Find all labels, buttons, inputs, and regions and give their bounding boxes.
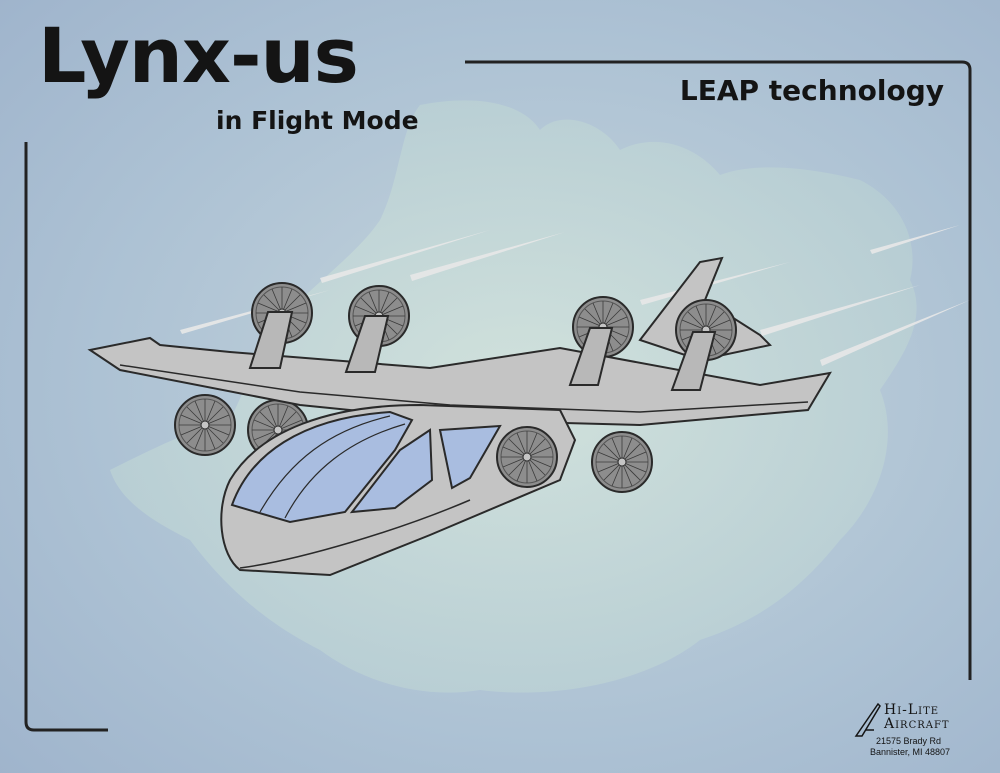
front-canopy [230, 410, 414, 524]
hi-lite-aircraft-logo-icon [854, 702, 881, 737]
side-window [349, 428, 434, 514]
rear-window [438, 424, 502, 490]
brand-name-line1: Hi-Lite [884, 702, 940, 718]
frame-left [24, 142, 108, 732]
page-subtitle: in Flight Mode [216, 106, 419, 135]
page-title: Lynx-us [38, 11, 359, 100]
address-line2: Bannister, MI 48807 [870, 747, 951, 757]
brand-name-line2: Aircraft [884, 716, 950, 732]
tagline: LEAP technology [679, 74, 944, 107]
frame-top-right [465, 60, 972, 680]
address-line1: 21575 Brady Rd [876, 736, 942, 746]
company-logo: Hi-Lite Aircraft 21575 Brady Rd Banniste… [852, 700, 982, 764]
